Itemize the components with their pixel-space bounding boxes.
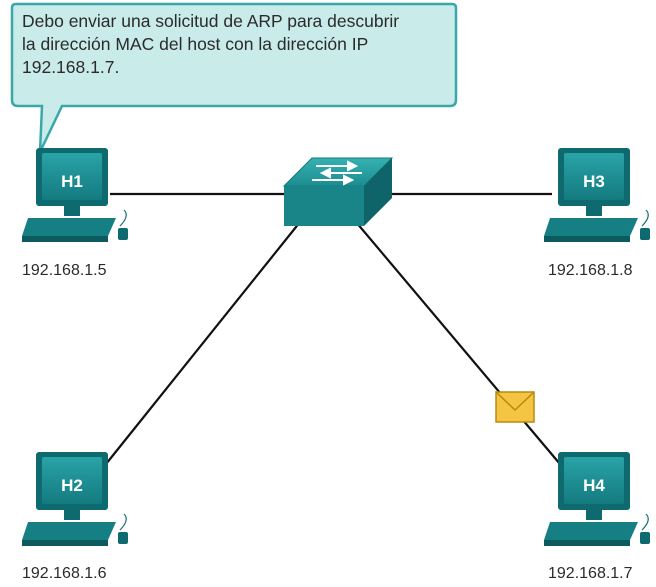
ip-h4: 192.168.1.7 (548, 565, 633, 582)
host-label-h3: H3 (583, 172, 605, 191)
callout-line-3: 192.168.1.7. (22, 57, 120, 77)
host-h2 (21, 451, 129, 547)
ip-h3: 192.168.1.8 (548, 262, 633, 279)
callout-line-1: Debo enviar una solicitud de ARP para de… (22, 11, 400, 31)
link-switch-h4 (355, 221, 566, 471)
ip-h2: 192.168.1.6 (22, 565, 107, 582)
computer-icon (21, 451, 129, 547)
callout-text: Debo enviar una solicitud de ARP para de… (22, 10, 452, 79)
computer-icon (543, 451, 651, 547)
ip-h1: 192.168.1.5 (22, 262, 107, 279)
switch-icon (282, 157, 394, 226)
host-label-h2: H2 (61, 476, 83, 495)
host-h3 (543, 147, 651, 243)
computer-icon (543, 147, 651, 243)
envelope-icon (495, 391, 535, 423)
callout-line-2: la dirección MAC del host con la direcci… (22, 34, 369, 54)
links (105, 192, 566, 471)
host-h4 (543, 451, 651, 547)
host-label-h4: H4 (583, 476, 605, 495)
callout-bubble (10, 2, 458, 153)
link-switch-h2 (105, 221, 301, 465)
host-label-h1: H1 (61, 172, 83, 191)
